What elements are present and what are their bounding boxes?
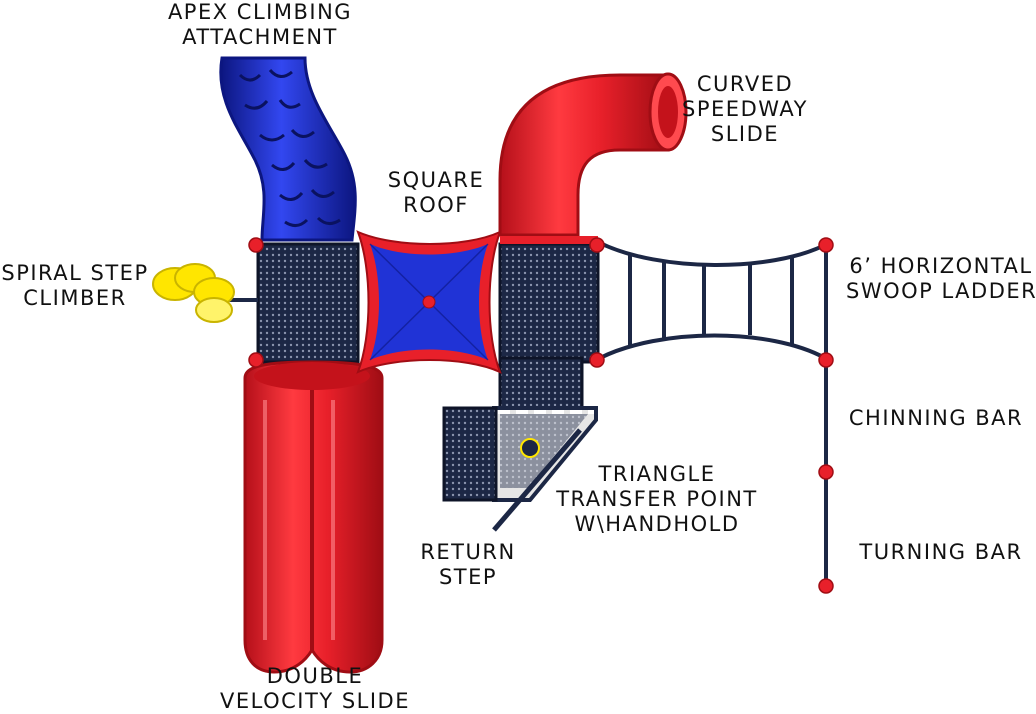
label-line: SPIRAL STEP [1, 261, 149, 285]
label-line: TURNING BAR [859, 540, 1023, 564]
label-line: CURVED [696, 72, 794, 96]
label-square-roof: SQUARE ROOF [376, 168, 496, 218]
label-line: CLIMBER [23, 286, 127, 310]
label-line: SWOOP LADDER [846, 279, 1036, 303]
spiral-step-climber [152, 263, 258, 323]
right-deck [498, 242, 600, 364]
label-line: CHINNING BAR [848, 406, 1024, 430]
label-line: APEX CLIMBING [167, 0, 353, 24]
label-line: ATTACHMENT [182, 25, 338, 49]
label-turning-bar: TURNING BAR [856, 540, 1026, 565]
left-deck [256, 242, 360, 364]
triangle-transfer-point [492, 406, 598, 502]
label-chinning-bar: CHINNING BAR [846, 406, 1026, 431]
label-line: SLIDE [710, 122, 780, 146]
square-roof [356, 230, 502, 374]
label-curved-speedway-slide: CURVED SPEEDWAY SLIDE [670, 72, 820, 147]
label-spiral-step-climber: SPIRAL STEP CLIMBER [0, 261, 150, 311]
label-line: SPEEDWAY [682, 97, 808, 121]
post-caps [248, 237, 834, 594]
label-apex-climbing-attachment: APEX CLIMBING ATTACHMENT [160, 0, 360, 50]
label-line: 6’ HORIZONTAL [849, 254, 1033, 278]
label-line: STEP [438, 565, 498, 589]
label-double-velocity-slide: DOUBLE VELOCITY SLIDE [210, 664, 420, 714]
label-line: RETURN [420, 540, 516, 564]
label-line: DOUBLE [266, 664, 364, 688]
deck-red-rim [500, 236, 598, 244]
label-horizontal-swoop-ladder: 6’ HORIZONTAL SWOOP LADDER [846, 254, 1036, 304]
curved-speedway-slide [498, 72, 688, 237]
label-line: TRIANGLE [598, 462, 716, 486]
horizontal-swoop-ladder [599, 241, 828, 360]
apex-climbing-attachment [219, 56, 357, 242]
label-line: W\HANDHOLD [574, 512, 740, 536]
right-deck-lower [498, 356, 584, 412]
label-triangle-transfer-point: TRIANGLE TRANSFER POINT W\HANDHOLD [552, 462, 762, 537]
label-line: VELOCITY SLIDE [220, 689, 410, 713]
label-line: TRANSFER POINT [556, 487, 758, 511]
label-line: SQUARE [387, 168, 485, 192]
label-line: ROOF [403, 193, 469, 217]
label-return-step: RETURN STEP [408, 540, 528, 590]
double-velocity-slide [243, 360, 384, 674]
return-step [442, 406, 582, 532]
